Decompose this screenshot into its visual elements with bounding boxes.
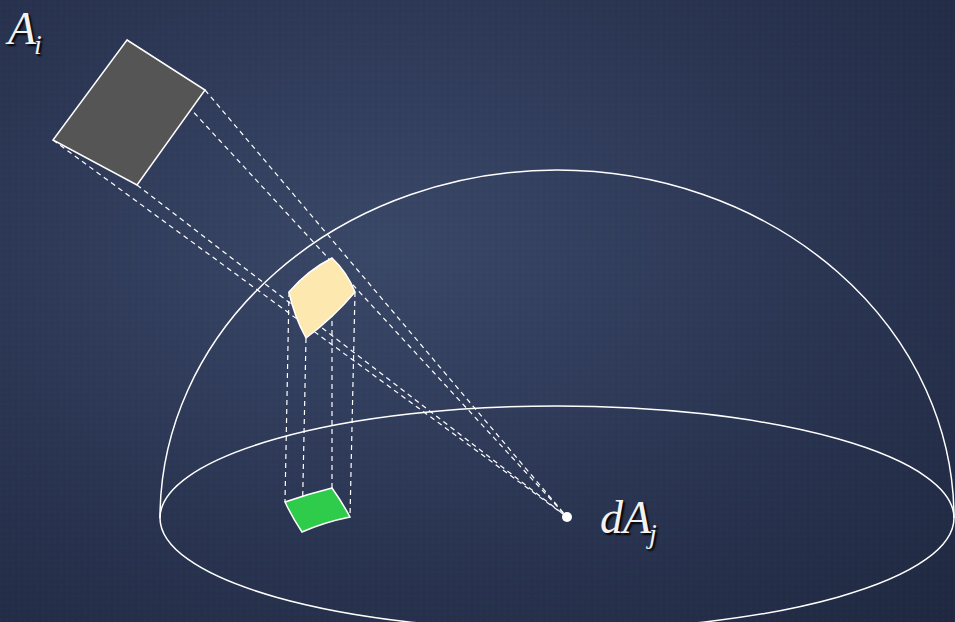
hemisphere-projection	[289, 258, 355, 338]
base-projection	[285, 488, 350, 532]
hemisphere-base	[160, 406, 954, 622]
vertical-projection	[285, 258, 355, 532]
projection-lines	[53, 40, 567, 517]
area-label: A	[8, 6, 36, 52]
point-label: dA	[600, 495, 651, 541]
point-marker	[562, 512, 572, 522]
area-patch	[53, 40, 205, 185]
hemisphere-dome	[160, 170, 954, 518]
point-subscript: j	[649, 520, 657, 548]
area-subscript: i	[34, 31, 42, 59]
